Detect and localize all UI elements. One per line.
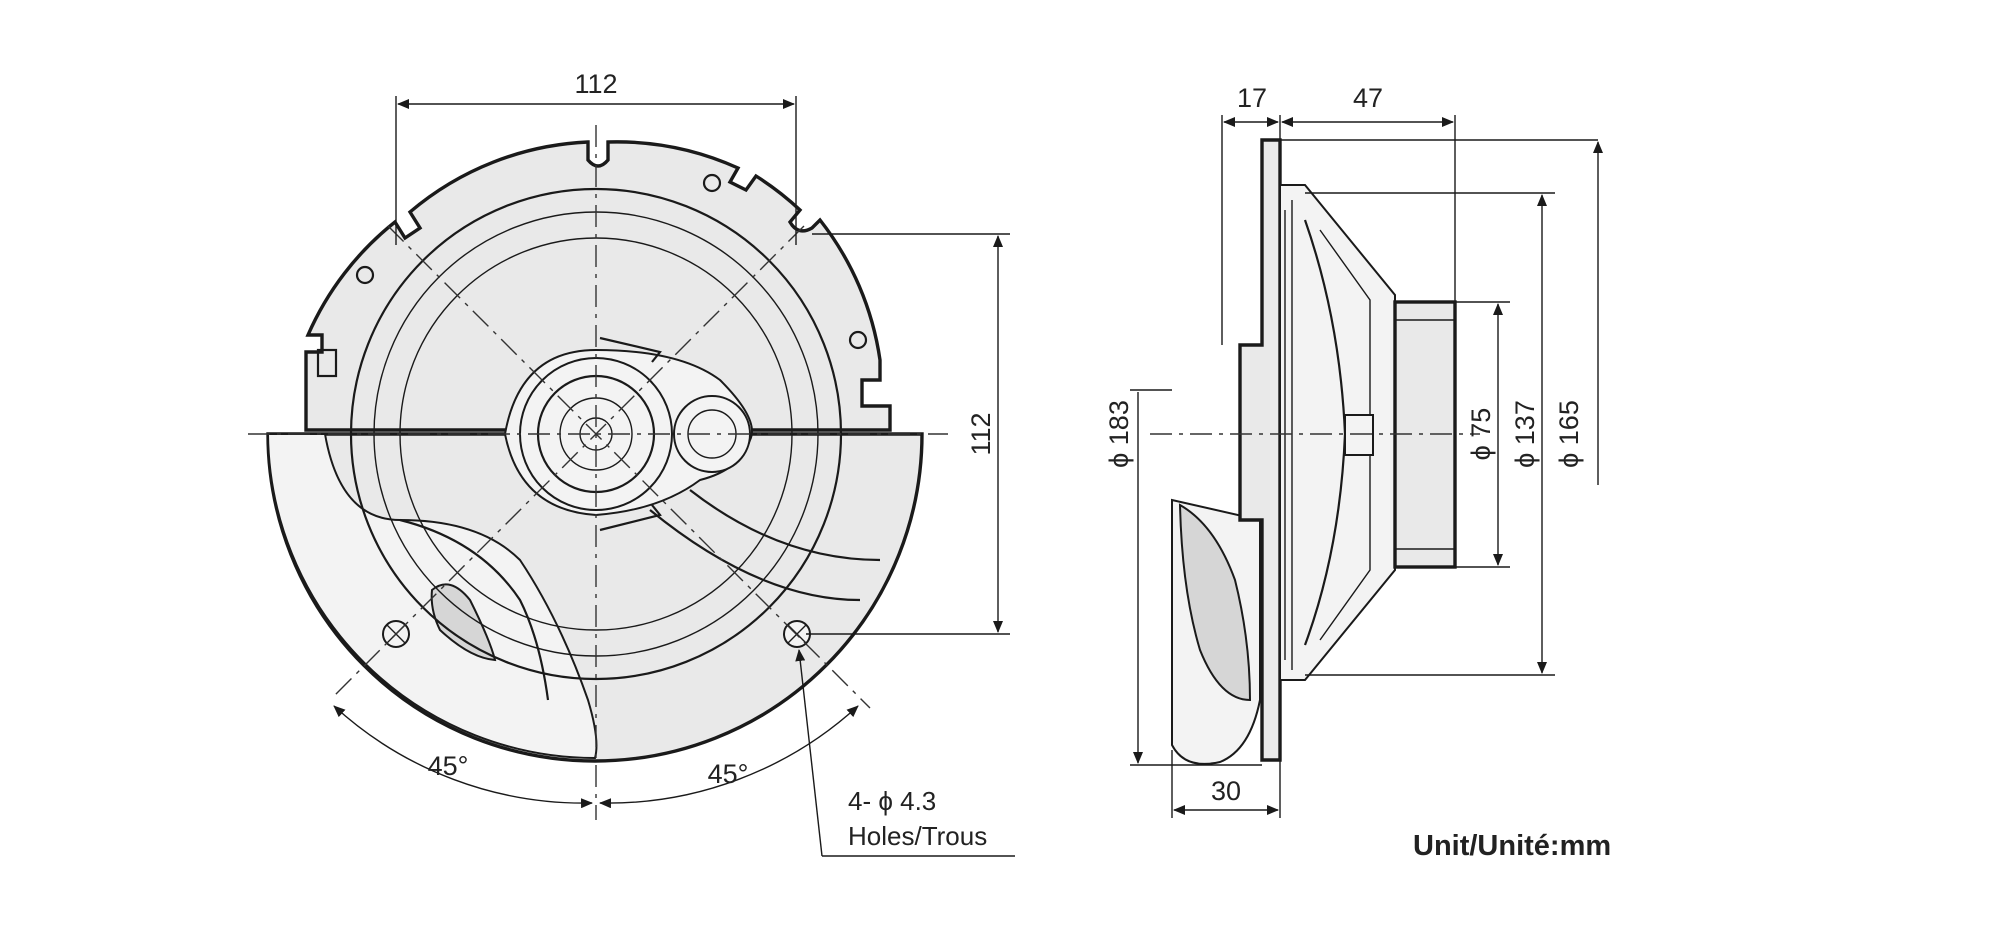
dim-top-width: 112 [574,69,617,99]
front-view: 112 112 45° 45° 4- ϕ 4.3 Holes/Trous [248,69,1015,857]
dia-137: ϕ 137 [1510,400,1540,468]
dia-183: ϕ 183 [1104,400,1134,468]
holes-label-line2: Holes/Trous [848,821,987,851]
dim-bottom: 30 [1211,776,1241,806]
speaker-rim-upper [304,140,892,432]
dia-165: ϕ 165 [1554,400,1584,468]
side-view: 17 47 ϕ 183 ϕ 75 ϕ 137 ϕ 165 30 [1104,83,1603,818]
angle-right: 45° [708,759,749,789]
dim-flange: 17 [1237,83,1267,113]
side-grille [1178,503,1252,702]
holes-label-line1: 4- ϕ 4.3 [848,786,936,816]
unit-label: Unit/Unité:mm [1413,830,1611,862]
dim-right-height: 112 [966,412,996,455]
dim-depth: 47 [1353,83,1383,113]
angle-left: 45° [428,751,469,781]
dia-75: ϕ 75 [1466,408,1496,461]
side-basket [1279,184,1396,681]
